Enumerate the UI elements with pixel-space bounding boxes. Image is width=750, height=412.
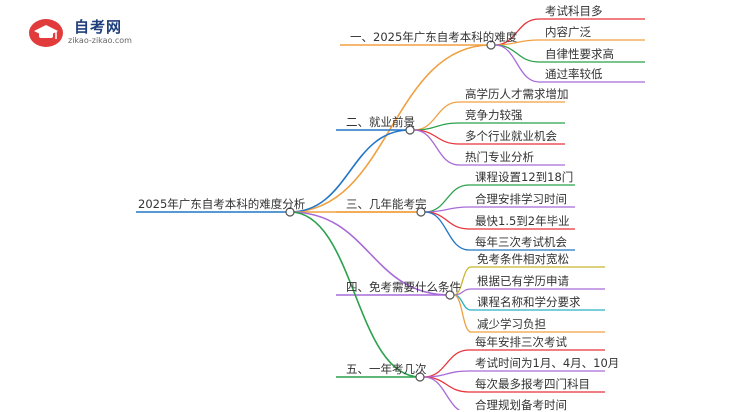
branch-2-child-3[interactable]: 多个行业就业机会 bbox=[465, 129, 557, 143]
logo-title: 自考网 bbox=[74, 18, 123, 36]
branch-5-label[interactable]: 五、一年考几次 bbox=[346, 362, 427, 376]
branch-5-child-1-connector bbox=[423, 349, 470, 378]
branch-1-child-4[interactable]: 通过率较低 bbox=[545, 67, 603, 81]
branch-5-child-1[interactable]: 每年安排三次考试 bbox=[475, 335, 567, 349]
branch-2-connector bbox=[289, 129, 411, 213]
branch-2-child-3-connector bbox=[413, 129, 460, 145]
branch-1-child-1[interactable]: 考试科目多 bbox=[545, 4, 603, 18]
branch-3-child-1-connector bbox=[424, 184, 470, 213]
branch-5-child-4-connector bbox=[423, 376, 461, 410]
branch-2-child-1[interactable]: 高学历人才需求增加 bbox=[465, 87, 569, 101]
branch-5-child-2-connector bbox=[423, 370, 470, 378]
branch-4-connector bbox=[289, 211, 451, 296]
branch-4-child-2[interactable]: 根据已有学历申请 bbox=[477, 274, 569, 288]
branch-5-child-3[interactable]: 每次最多报考四门科目 bbox=[475, 377, 590, 391]
logo-url: zikao-zikao.com bbox=[68, 36, 132, 45]
branch-5-node bbox=[415, 372, 425, 382]
branch-4-node bbox=[445, 290, 455, 300]
branch-1-label[interactable]: 一、2025年广东自考本科的难度 bbox=[350, 30, 518, 44]
branch-1-child-3-connector bbox=[494, 44, 540, 63]
branch-3-label[interactable]: 三、几年能考完 bbox=[346, 197, 427, 211]
branch-3-child-4[interactable]: 每年三次考试机会 bbox=[475, 235, 567, 249]
branch-1-child-4-connector bbox=[494, 44, 540, 83]
branch-2-child-2[interactable]: 竞争力较强 bbox=[465, 108, 523, 122]
branch-1-connector bbox=[289, 44, 492, 213]
branch-5-connector bbox=[289, 211, 421, 378]
branch-3-child-4-connector bbox=[424, 211, 470, 251]
branch-5-child-2[interactable]: 考试时间为1月、4月、10月 bbox=[475, 356, 620, 370]
graduation-cap-icon bbox=[29, 19, 63, 47]
branch-4-child-4[interactable]: 减少学习负担 bbox=[477, 317, 546, 331]
branch-2-child-4-connector bbox=[413, 129, 460, 166]
branch-5-child-3-connector bbox=[423, 376, 470, 393]
branch-2-child-1-connector bbox=[413, 101, 460, 131]
branch-3-node bbox=[416, 207, 426, 217]
branch-4-child-4-connector bbox=[453, 294, 472, 333]
branch-2-child-4[interactable]: 热门专业分析 bbox=[465, 150, 534, 164]
branch-5-child-4[interactable]: 合理规划备考时间 bbox=[475, 398, 567, 412]
branch-3-child-2-connector bbox=[424, 206, 470, 213]
branch-1-child-2[interactable]: 内容广泛 bbox=[545, 25, 591, 39]
branch-3-child-3[interactable]: 最快1.5到2年毕业 bbox=[475, 214, 570, 228]
branch-4-child-1[interactable]: 免考条件相对宽松 bbox=[477, 252, 569, 266]
branch-3-child-2[interactable]: 合理安排学习时间 bbox=[475, 192, 567, 206]
root-topic[interactable]: 2025年广东自考本科的难度分析 bbox=[138, 197, 306, 211]
site-logo[interactable]: 自考网 zikao-zikao.com bbox=[28, 14, 138, 50]
branch-2-label[interactable]: 二、就业前景 bbox=[346, 115, 415, 129]
branch-2-node bbox=[405, 125, 415, 135]
branch-3-child-3-connector bbox=[424, 211, 470, 230]
branch-4-child-3[interactable]: 课程名称和学分要求 bbox=[477, 295, 581, 309]
branch-1-node bbox=[486, 40, 496, 50]
branch-3-child-1[interactable]: 课程设置12到18门 bbox=[475, 170, 574, 184]
branch-1-child-3[interactable]: 自律性要求高 bbox=[545, 47, 614, 61]
root-node bbox=[285, 207, 295, 217]
branch-4-label[interactable]: 四、免考需要什么条件 bbox=[346, 280, 461, 294]
